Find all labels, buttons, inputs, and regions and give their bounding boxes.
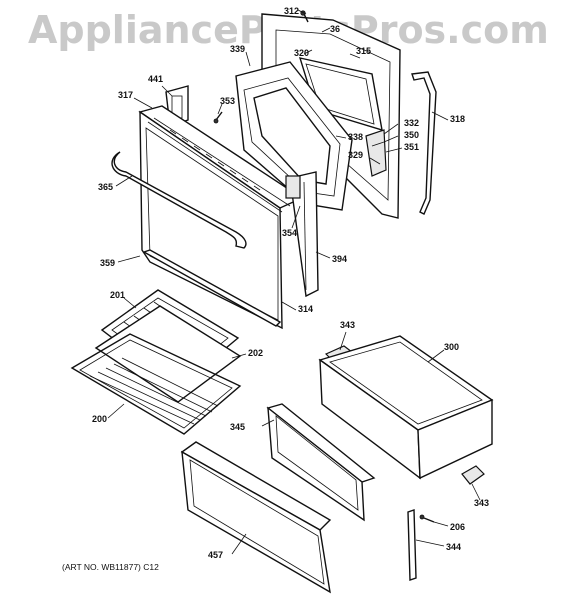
door-glass-339 [235,61,353,211]
screw-353 [213,111,223,124]
label-317: 317 [118,90,134,100]
label-202: 202 [248,348,264,358]
label-329: 329 [348,150,364,160]
label-206: 206 [450,522,466,532]
art-number: (ART NO. WB11877) C12 [62,562,159,572]
label-36: 36 [330,24,341,34]
label-339: 339 [230,44,246,54]
label-353: 353 [220,96,236,106]
label-312: 312 [284,6,300,16]
label-343-top: 343 [340,320,356,330]
label-394: 394 [332,254,348,264]
drawer-rail-344 [407,509,417,581]
label-201: 201 [110,290,126,300]
drawer-glide-343-bottom [461,465,485,485]
label-441: 441 [148,74,164,84]
label-359: 359 [100,258,116,268]
label-338: 338 [348,132,364,142]
label-457: 457 [208,550,224,560]
hinge-assembly-329 [365,129,387,177]
label-200: 200 [92,414,108,424]
label-318: 318 [450,114,466,124]
label-365: 365 [98,182,114,192]
label-314: 314 [298,304,314,314]
leader-lines [107,9,481,555]
door-handle-365 [111,151,247,249]
drawer-front-457 [180,441,332,594]
label-350: 350 [404,130,420,140]
bracket-354 [285,175,301,199]
side-trim-394 [289,171,319,298]
label-351: 351 [404,142,420,152]
label-300: 300 [444,342,460,352]
drawer-liner-345 [266,403,376,522]
storage-drawer-300 [318,335,494,480]
oven-rack-200 [70,333,242,435]
label-315: 315 [356,46,372,56]
label-354: 354 [282,228,298,238]
label-345: 345 [230,422,246,432]
hinge-318 [411,71,437,215]
label-320: 320 [294,48,310,58]
door-trim-359 [142,249,282,327]
label-344: 344 [446,542,462,552]
label-343-bottom: 343 [474,498,490,508]
screw-206 [419,514,435,523]
label-332: 332 [404,118,420,128]
